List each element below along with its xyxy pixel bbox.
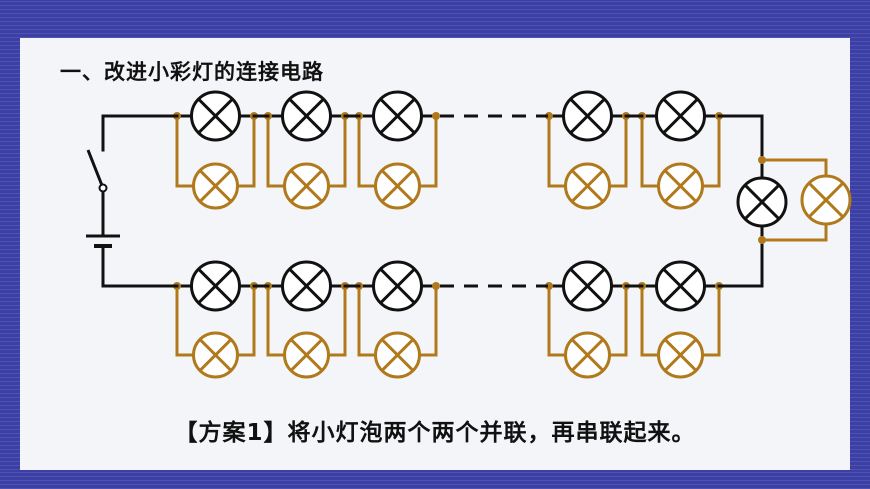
lamp-gold (283, 162, 330, 210)
lamp-cross (663, 169, 698, 203)
lamp-cross (288, 97, 325, 135)
lamp-black (562, 90, 613, 142)
lamp-black (736, 176, 788, 228)
lamp-gold (192, 162, 239, 210)
lamp-black (190, 90, 241, 142)
lamp-black (655, 260, 706, 312)
circuit-components (86, 149, 120, 248)
lamp-cross (663, 338, 698, 372)
lamp-gold (800, 174, 852, 226)
lamp-gold (564, 162, 611, 210)
right-decor-band (850, 38, 870, 470)
lamp-cross (743, 183, 781, 221)
left-decor-band (0, 38, 20, 470)
junction-dot (432, 112, 440, 120)
lamp-black (281, 90, 332, 142)
lamp-black (372, 260, 423, 312)
lamp-cross (569, 97, 606, 135)
lamp-cross (198, 169, 233, 203)
slide-title: 一、改进小彩灯的连接电路 (60, 60, 324, 84)
bottom-decor-band (0, 470, 870, 489)
junction-dot (758, 236, 766, 244)
lamp-cross (570, 169, 605, 203)
lamp-cross (197, 97, 234, 135)
lamp-gold (564, 331, 611, 379)
lamp-cross (662, 97, 699, 135)
circuit-wires (101, 112, 828, 357)
lamp-black (190, 260, 241, 312)
junction-dot (545, 282, 553, 290)
lamp-black (372, 90, 423, 142)
lamp-cross (198, 338, 233, 372)
lamp-cross (570, 338, 605, 372)
lamp-cross (288, 267, 325, 305)
junction-dot (758, 156, 766, 164)
lamp-cross (807, 181, 845, 219)
lamp-black (281, 260, 332, 312)
scheme-caption: 【方案1】将小灯泡两个两个并联，再串联起来。 (174, 420, 696, 446)
lamp-black (562, 260, 613, 312)
lamp-cross (569, 267, 606, 305)
lamp-gold (192, 331, 239, 379)
lamp-cross (197, 267, 234, 305)
junction-dot (432, 282, 440, 290)
lamp-cross (289, 169, 324, 203)
top-decor-band (0, 0, 870, 38)
lamp-cross (662, 267, 699, 305)
lamp-cross (289, 338, 324, 372)
lamp-gold (374, 331, 421, 379)
switch-blade (86, 149, 105, 189)
lamp-gold (657, 162, 704, 210)
lamp-gold (283, 331, 330, 379)
slide-body (20, 38, 850, 470)
lamp-gold (374, 162, 421, 210)
lamp-cross (379, 97, 416, 135)
junction-dot (545, 112, 553, 120)
lamp-gold (657, 331, 704, 379)
circuit-lamps (190, 90, 852, 379)
lamp-cross (380, 338, 415, 372)
switch-pivot (98, 183, 108, 193)
lamp-black (655, 90, 706, 142)
lamp-cross (379, 267, 416, 305)
lamp-cross (380, 169, 415, 203)
